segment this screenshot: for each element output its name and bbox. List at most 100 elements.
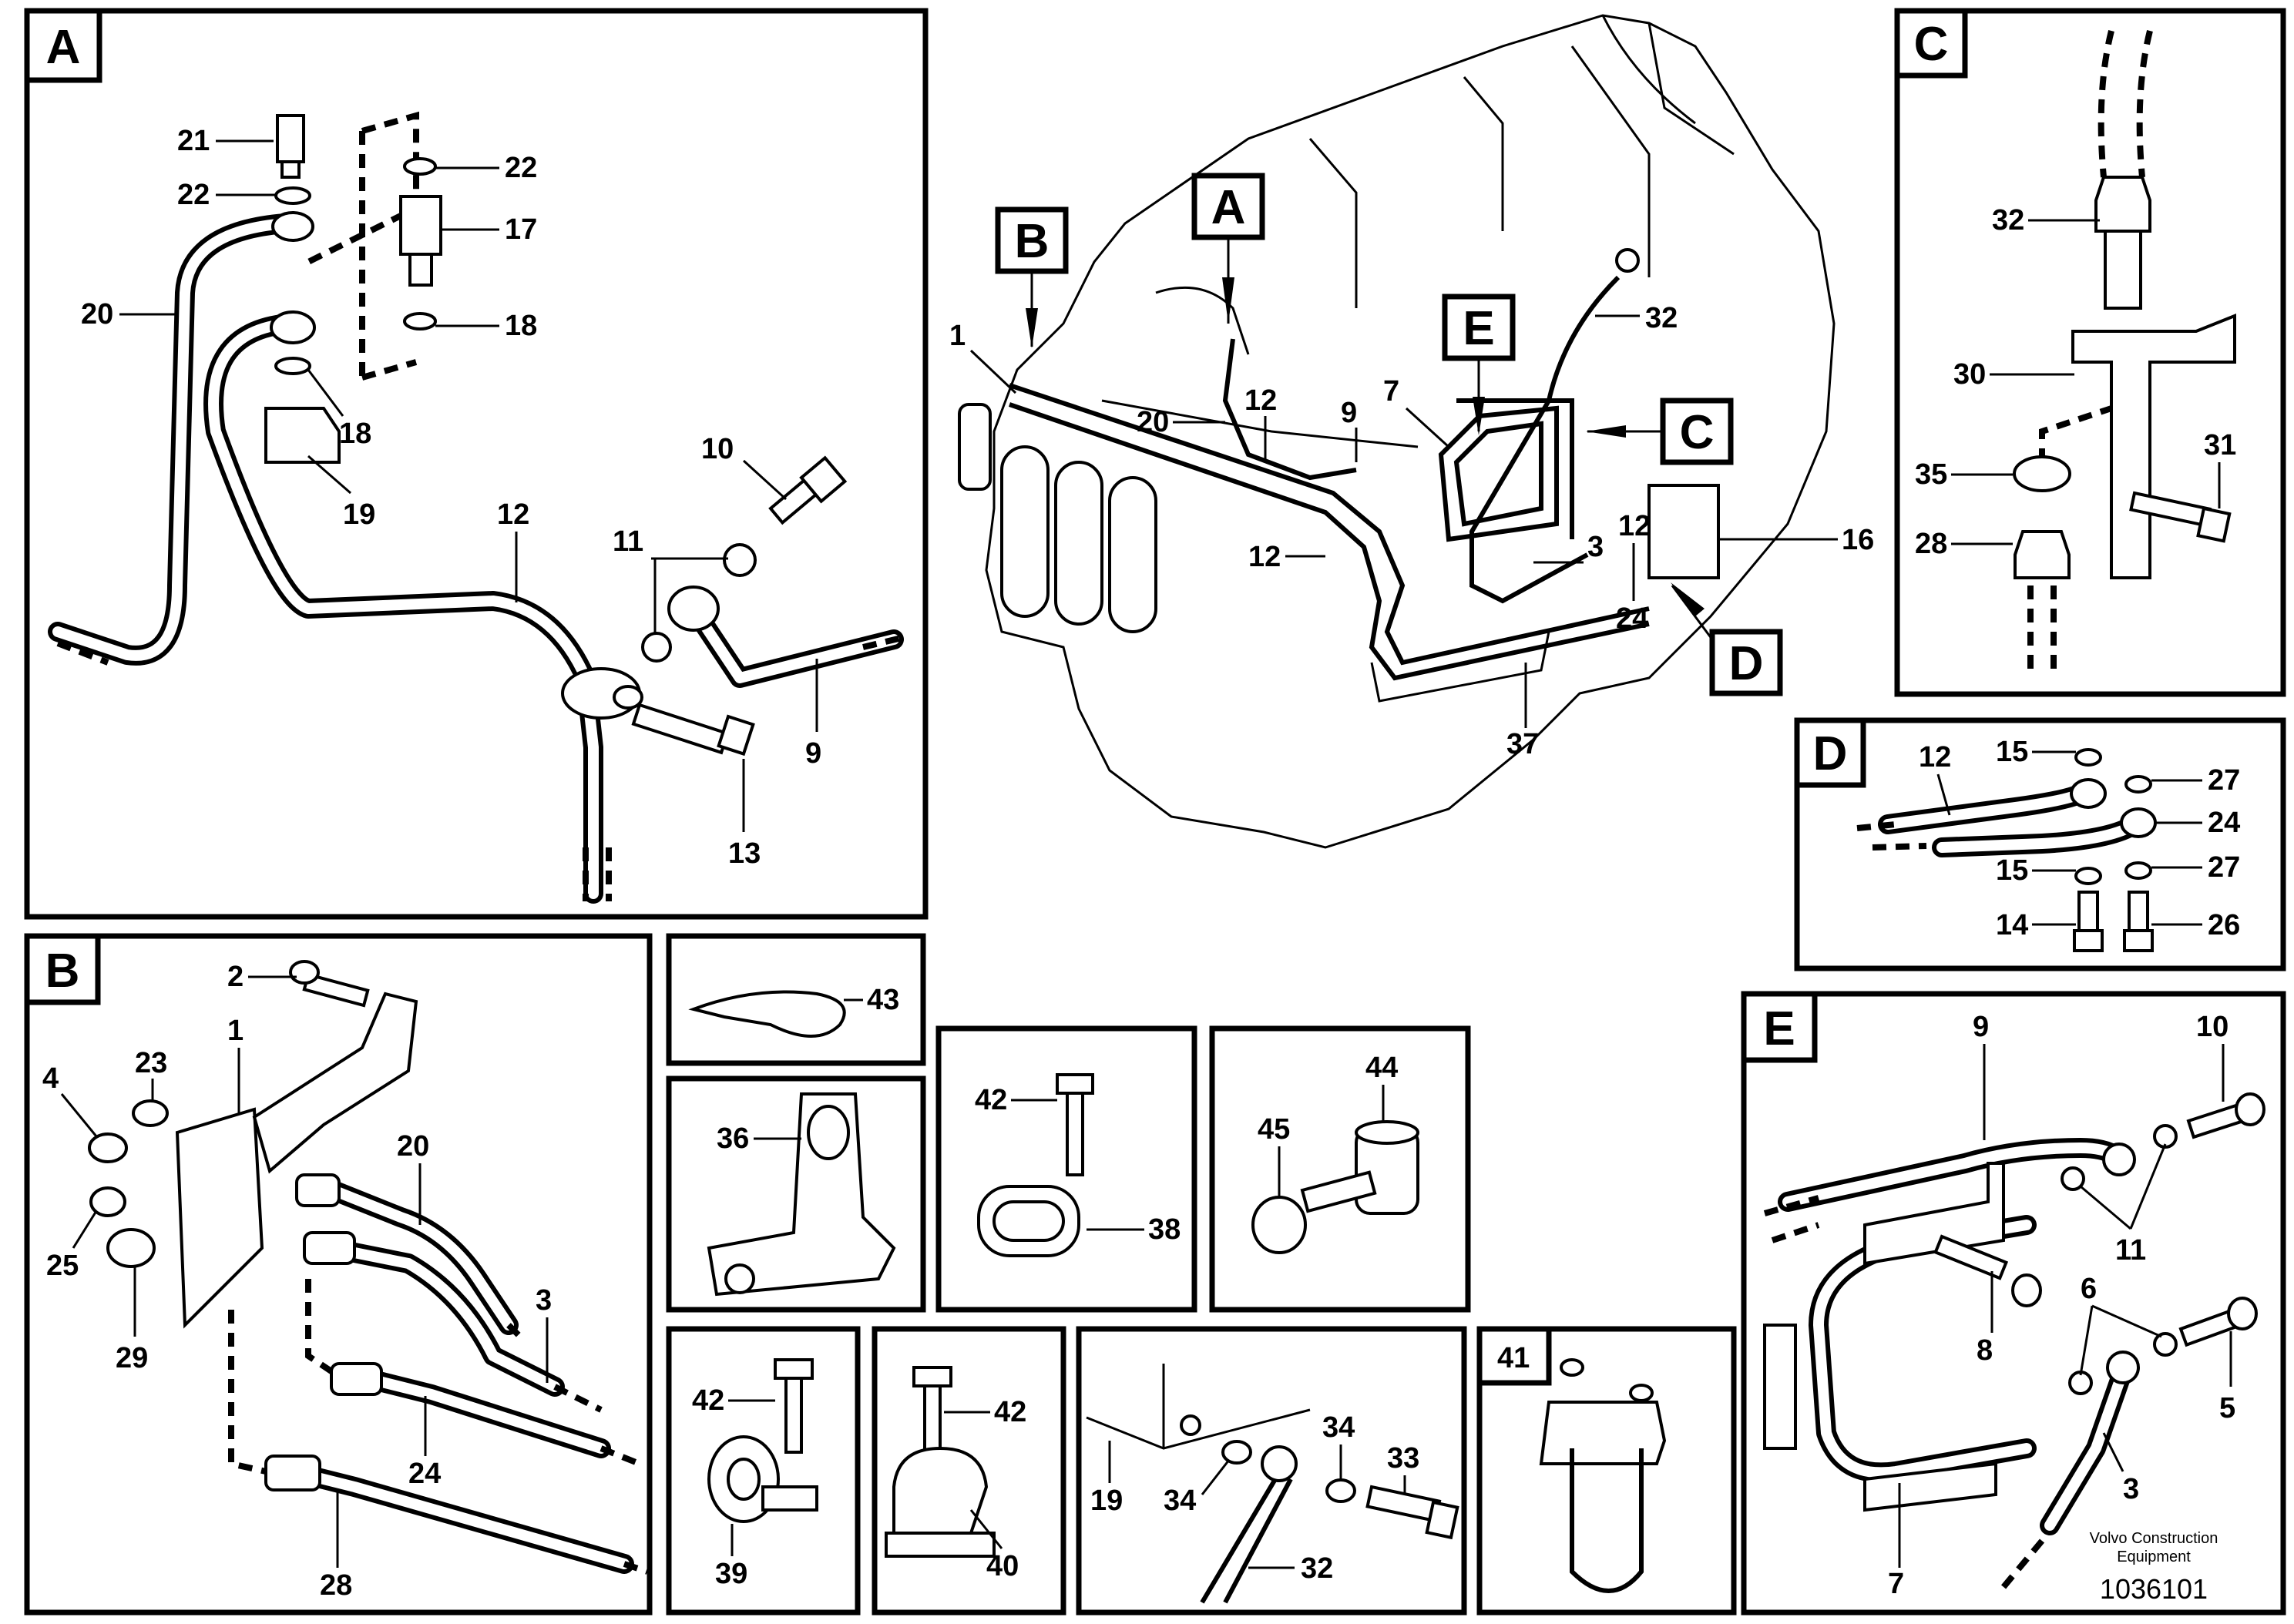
panel-d-tag-box	[1794, 717, 1866, 788]
callout-e-11: 11	[2115, 1234, 2146, 1267]
callout-33: 33	[1387, 1442, 1419, 1475]
panel-a-frame	[24, 8, 929, 920]
callout-20: 20	[81, 298, 113, 331]
filter-1	[1000, 445, 1050, 618]
fitting-b-3	[303, 1231, 356, 1265]
detail-41: 41	[1476, 1326, 1737, 1616]
detail-19-32: 19 34 34 33 32	[1076, 1326, 1467, 1616]
callout-13: 13	[728, 837, 761, 870]
detail-43: 43	[666, 933, 926, 1066]
callout-12: 12	[497, 498, 529, 531]
callout-c-35: 35	[1915, 458, 1947, 491]
overview-tag-b: B	[995, 206, 1069, 348]
detail-36: 36	[666, 1075, 926, 1313]
panel-d-tag: D	[1813, 727, 1848, 780]
panel-b-callouts: 2 1 23 4 20 25 29 3 24 28	[42, 961, 552, 1602]
panel-c-callouts: 32 30 35 31 28	[1915, 204, 2236, 560]
callout-34b: 34	[1322, 1411, 1355, 1444]
callout-41: 41	[1497, 1342, 1530, 1374]
callout-e-5: 5	[2219, 1392, 2235, 1424]
ov-callout-1: 1	[949, 320, 966, 352]
callout-c-32: 32	[1992, 204, 2024, 237]
callout-b-24: 24	[408, 1458, 441, 1490]
nut-29	[106, 1228, 156, 1268]
fitting-32	[2094, 176, 2151, 233]
callout-e-7: 7	[1888, 1568, 1904, 1600]
washer-18	[274, 357, 311, 375]
callout-22: 22	[177, 179, 210, 211]
company-line-2: Equipment	[2117, 1549, 2191, 1565]
clip-40	[892, 1446, 989, 1535]
ov-callout-20: 20	[1137, 406, 1169, 438]
callout-d-27a: 27	[2208, 764, 2240, 797]
callout-18b: 18	[339, 418, 371, 450]
company-line-1: Volvo Construction	[2090, 1530, 2218, 1547]
fitting-b-24	[330, 1362, 383, 1396]
washer-11a	[641, 632, 672, 663]
ov-callout-16: 16	[1842, 524, 1874, 556]
nut-4	[88, 1132, 128, 1163]
nut-28	[2014, 530, 2071, 579]
fitting-32-thread	[2104, 230, 2142, 310]
callout-c-28: 28	[1915, 528, 1947, 560]
svg-text:A: A	[1211, 181, 1246, 234]
callout-18: 18	[505, 310, 537, 342]
callout-e-10: 10	[2196, 1011, 2229, 1043]
panel-c: C 32 30 35 31 28	[1894, 8, 2286, 697]
callout-43: 43	[867, 984, 899, 1016]
overview-tag-e: E	[1442, 294, 1516, 435]
callout-39: 39	[715, 1558, 747, 1590]
overview-tag-d: D	[1671, 582, 1783, 696]
callout-10: 10	[701, 433, 734, 465]
fitting-32b	[1261, 1445, 1298, 1482]
panel-d-callouts: 12 15 27 24 15 27 14 26	[1919, 736, 2240, 941]
washer-11a	[2153, 1124, 2178, 1149]
bolt-45	[1300, 1170, 1377, 1213]
callout-9: 9	[805, 737, 821, 770]
callout-34a: 34	[1164, 1485, 1196, 1517]
overview-tag-c: C	[1586, 398, 1734, 465]
panel-c-tag: C	[1914, 18, 1949, 71]
bolt-e-8	[1933, 1234, 2009, 1280]
callout-32b: 32	[1301, 1552, 1333, 1585]
callout-e-3: 3	[2123, 1473, 2139, 1505]
callout-b-4: 4	[42, 1062, 59, 1095]
callout-e-6: 6	[2081, 1273, 2097, 1305]
panel-e-frame	[1741, 991, 2286, 1616]
washer-34a	[1221, 1440, 1252, 1465]
callout-d-12: 12	[1919, 741, 1951, 773]
callout-d-26: 26	[2208, 909, 2240, 941]
filter-2	[1054, 461, 1103, 626]
engine-bracket-left	[958, 403, 992, 491]
panel-c-tag-box	[1894, 8, 1968, 79]
svg-text:D: D	[1729, 637, 1764, 690]
callout-44: 44	[1365, 1052, 1398, 1084]
fitting-9	[667, 586, 720, 632]
nut-35	[2013, 455, 2071, 492]
panel-b: B 2 1 23 4 20 25 29 3 24 28	[24, 933, 653, 1616]
bracket-e-bottom	[1863, 1461, 1997, 1512]
callout-d-27b: 27	[2208, 851, 2240, 884]
panel-a-tag-box	[24, 8, 102, 83]
fitting-b-20	[295, 1173, 341, 1207]
bolt-14	[2077, 891, 2099, 932]
callout-40: 40	[986, 1550, 1019, 1582]
callout-42a: 42	[975, 1084, 1007, 1116]
callout-e-9: 9	[1973, 1011, 1989, 1043]
ov-callout-12: 12	[1244, 384, 1277, 417]
callout-45: 45	[1258, 1113, 1290, 1146]
callout-b-28: 28	[320, 1569, 352, 1602]
overview-pipe-32	[1469, 275, 1621, 604]
overview-callouts: 1 20 12 9 7 32 12 3 12 16 24 37	[949, 302, 1874, 760]
panel-e-callouts: 9 10 11 8 6 5 3 7	[1888, 1011, 2235, 1600]
bolt-21	[276, 114, 305, 163]
ov-callout-37: 37	[1506, 728, 1539, 760]
callout-d-14: 14	[1996, 909, 2028, 941]
callout-b-25: 25	[46, 1250, 79, 1282]
detail-44-45: 44 45	[1209, 1025, 1471, 1313]
ov-callout-24: 24	[1616, 602, 1648, 635]
callout-22b: 22	[505, 152, 537, 184]
callout-b-23: 23	[135, 1047, 167, 1079]
ov-callout-32: 32	[1645, 302, 1678, 334]
